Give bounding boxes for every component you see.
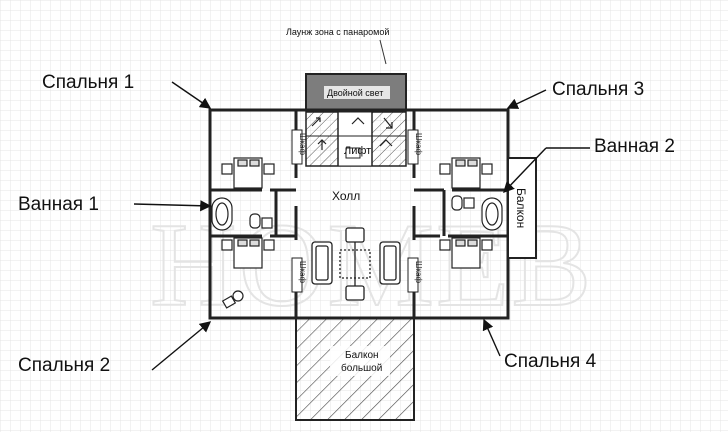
double-light-label-bg — [324, 86, 390, 99]
balcony-large-label-bg — [330, 346, 390, 376]
bathroom-2-fixtures — [451, 195, 503, 231]
hall-label: Холл — [332, 189, 360, 203]
balcony-large — [295, 317, 415, 421]
callout-bedroom-3-line — [506, 89, 547, 109]
balcony-large-label: Балкон большой — [341, 350, 382, 374]
callout-bathroom-1: Ванная 1 — [18, 194, 99, 215]
stair-arrow-1 — [317, 139, 327, 150]
callout-bedroom-4: Спальня 4 — [504, 351, 597, 372]
bathroom-1-fixtures — [211, 197, 273, 231]
closet-bedroom-3 — [407, 129, 419, 165]
lift-label-bg — [340, 140, 370, 164]
closet-bedroom-2 — [291, 257, 303, 293]
hall-furniture — [311, 227, 401, 301]
callout-bathroom-2: Ванная 2 — [594, 136, 675, 157]
stair-arrow-3 — [311, 117, 321, 127]
callout-bedroom-1: Спальня 1 — [42, 72, 134, 93]
title: Лаунж зона с панаромой — [286, 27, 389, 37]
callout-bedroom-1-line — [171, 81, 212, 109]
callout-bathroom-2-line-2 — [503, 147, 547, 194]
double-light-label: Двойной свет — [327, 88, 383, 98]
balcony-side-label: Балкон — [514, 188, 528, 228]
balcony-large-word1: Балкон — [345, 350, 379, 361]
stair-arrow-4 — [351, 117, 365, 125]
callout-bedroom-4-line — [482, 318, 501, 357]
closet-label-3: Шкаф — [414, 133, 423, 155]
bedroom-2-chair — [221, 290, 244, 309]
bed-bedroom-3 — [439, 157, 493, 189]
closet-label-1: Шкаф — [298, 133, 307, 155]
closet-label-2: Шкаф — [298, 261, 307, 283]
lift-label: Лифт — [344, 145, 371, 157]
closet-label-4: Шкаф — [414, 261, 423, 283]
stair-arrow-2 — [379, 139, 393, 147]
bed-bedroom-4 — [439, 237, 493, 269]
lift-car — [345, 147, 361, 159]
bed-bedroom-1 — [221, 157, 275, 189]
stair-arrow-5 — [383, 117, 393, 129]
callout-bedroom-2: Спальня 2 — [18, 355, 110, 376]
closet-bedroom-4 — [407, 257, 419, 293]
callout-bedroom-3: Спальня 3 — [552, 79, 644, 100]
balcony-large-word2: большой — [341, 362, 382, 374]
callout-bathroom-1-line — [133, 200, 212, 212]
closet-bedroom-1 — [291, 129, 303, 165]
balcony-side — [507, 157, 537, 259]
callout-bedroom-2-line — [151, 321, 212, 371]
bed-bedroom-2 — [221, 237, 275, 269]
title-pointer — [379, 39, 387, 65]
